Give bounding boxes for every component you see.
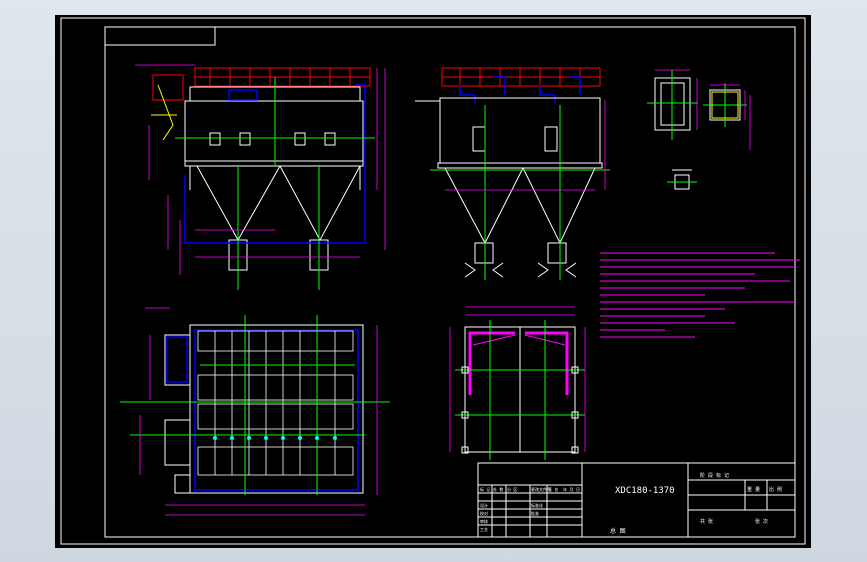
- checker-label: 校对: [480, 510, 488, 516]
- stage-label: 阶 段 标 记: [700, 472, 729, 479]
- tb-row-3: 分 区: [507, 486, 517, 492]
- reviewer-label: 审核: [480, 518, 488, 524]
- designer-label: 设计: [480, 502, 488, 508]
- front-elevation-view: [135, 64, 386, 290]
- tb-row-4: 更改文件号: [531, 486, 551, 492]
- plan-view: [120, 307, 390, 516]
- title-block: XDC180-1370 总 图 阶 段 标 记 重 量 比 例 共 张 张 次 …: [477, 462, 796, 538]
- inner-frame: [104, 26, 796, 538]
- technical-notes: [600, 252, 800, 338]
- sheet-index-label: 张 次: [755, 518, 768, 525]
- scale-label: 比 例: [769, 486, 782, 493]
- weight-label: 重 量: [747, 486, 760, 493]
- side-elevation-view: [415, 67, 610, 280]
- tb-row-6: 年 月 日: [563, 486, 580, 492]
- sheet-count-label: 共 张: [700, 518, 713, 525]
- drawing-number: XDC180-1370: [615, 486, 675, 496]
- standard-label: 标准化: [531, 502, 543, 508]
- code-box: [104, 26, 216, 46]
- detail-views: [647, 69, 751, 190]
- section-view: [449, 306, 586, 460]
- drawing-type: 总 图: [610, 527, 626, 535]
- drawing-sheet[interactable]: XDC180-1370 总 图 阶 段 标 记 重 量 比 例 共 张 张 次 …: [55, 15, 811, 548]
- tb-row-2: 处 数: [493, 486, 503, 492]
- approve-label: 批准: [531, 510, 539, 516]
- filter-bag-grid: [197, 330, 354, 476]
- tb-row-5: 签 名: [548, 486, 558, 492]
- outer-frame: [60, 17, 806, 545]
- tb-row-1: 标 记: [480, 486, 490, 492]
- drawing-canvas[interactable]: XDC180-1370 总 图 阶 段 标 记 重 量 比 例 共 张 张 次 …: [55, 15, 811, 548]
- process-label: 工艺: [480, 527, 488, 532]
